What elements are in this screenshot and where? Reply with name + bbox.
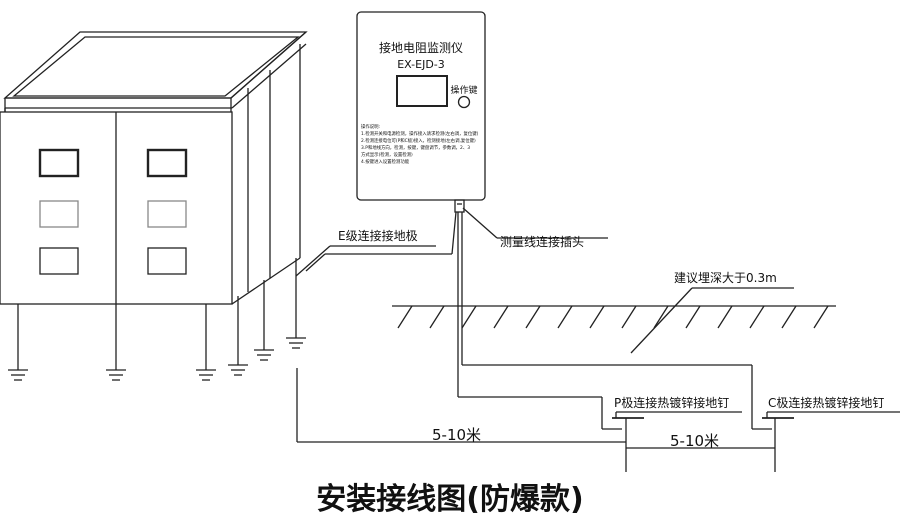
ground-surface <box>392 287 836 354</box>
cabinet <box>0 31 308 305</box>
label-c-pole: C极连接热镀锌接地钉 <box>768 395 884 410</box>
dimension-lines <box>295 245 775 449</box>
label-distance-2: 5-10米 <box>670 432 719 450</box>
label-connector: 测量线连接插头 <box>500 234 584 249</box>
label-p-pole: P极连接热镀锌接地钉 <box>614 395 729 410</box>
note-line: 1.检测开关和电源检测，操作接入请求检测(左右调，复位键) <box>361 130 479 137</box>
monitor-device <box>356 11 486 213</box>
note-line: 2.检测连接电位可(P和C极)接入，检测接地(左右调,复位键) <box>361 137 476 144</box>
note-line: 3.P和地线方向，检测，按键，键盘调节，参数调，2、3 <box>361 144 470 151</box>
device-model: EX-EJD-3 <box>397 58 445 71</box>
label-depth: 建议埋深大于0.3m <box>674 271 777 285</box>
notes-title: 操作说明: <box>361 123 380 130</box>
device-title: 接地电阻监测仪 <box>379 40 463 55</box>
cabinet-ground-legs <box>8 258 306 381</box>
note-line: 4.按键进入设置检测功能 <box>361 158 410 165</box>
ground-stakes <box>612 411 900 472</box>
label-distance-1: 5-10米 <box>432 426 481 444</box>
note-line: 方式显示(检测，设置检测) <box>361 151 413 158</box>
button-label: 操作键 <box>450 84 477 96</box>
device-notes: 操作说明: 1.检测开关和电源检测，操作接入请求检测(左右调，复位键) 2.检测… <box>361 123 479 165</box>
label-e-pole: E级连接接地极 <box>338 228 418 243</box>
diagram-caption: 安装接线图(防爆款) <box>316 482 584 517</box>
measurement-wires <box>305 207 772 430</box>
